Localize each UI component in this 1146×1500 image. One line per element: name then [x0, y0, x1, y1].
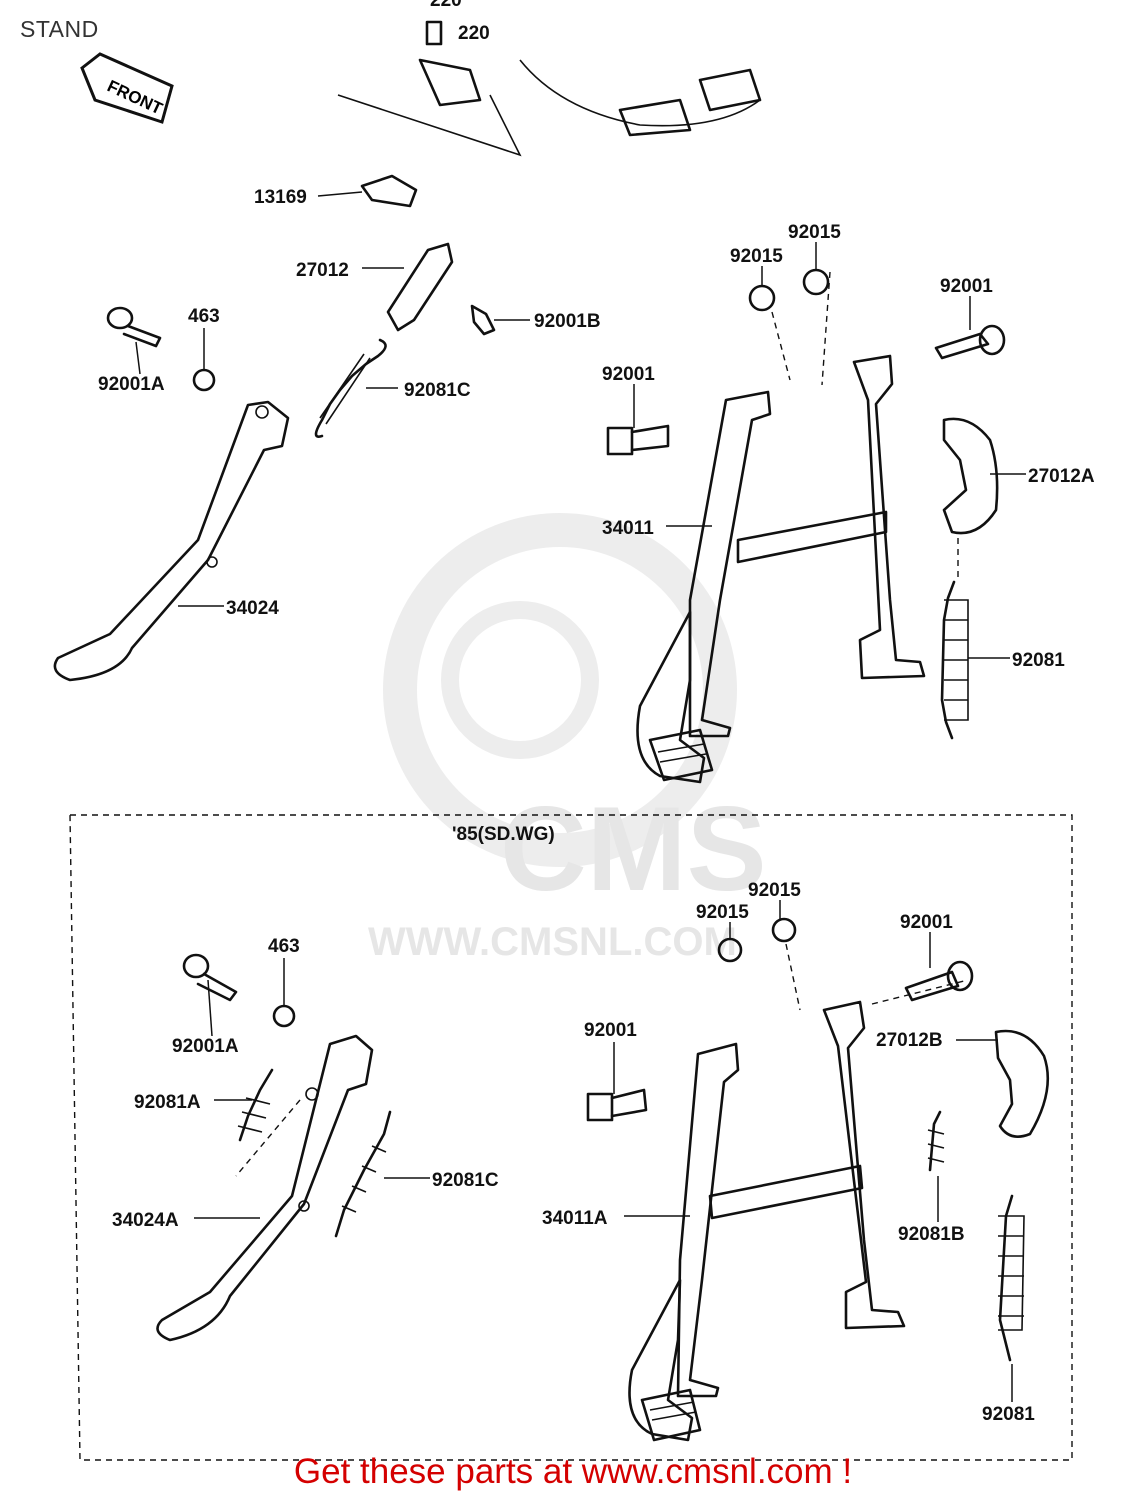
callout-220-b: 220: [458, 23, 490, 44]
callout-463-lower: 463: [268, 936, 300, 957]
nut-92015-upper-a: [748, 284, 776, 312]
watermark: CMS WWW.CMSNL.COM: [368, 513, 767, 964]
callout-92081a: 92081A: [134, 1092, 201, 1113]
bracket-27012: [386, 242, 454, 332]
callout-34024: 34024: [226, 598, 279, 619]
spring-92081c-upper: [314, 338, 387, 438]
callout-92015-lower-a: 92015: [696, 902, 749, 923]
callout-13169: 13169: [254, 187, 307, 208]
main-stand-34011: [636, 354, 926, 784]
page-title: STAND: [20, 16, 99, 42]
callout-92001-upper-left: 92001: [602, 364, 655, 385]
spring-92081c-lower: [334, 1110, 392, 1238]
nut-463-upper: [192, 368, 216, 392]
nut-92015-upper-b: [802, 268, 830, 296]
callout-27012b: 27012B: [876, 1030, 943, 1051]
spring-92081-lower: [998, 1194, 1014, 1362]
bolt-92001-lower-left: [586, 1088, 648, 1122]
nut-92015-lower-b: [771, 917, 797, 943]
callout-34011: 34011: [602, 518, 654, 539]
spring-92081a: [238, 1068, 274, 1142]
watermark-url: WWW.CMSNL.COM: [368, 920, 737, 964]
callout-27012: 27012: [296, 260, 349, 281]
callout-92001a-upper: 92001A: [98, 374, 165, 395]
bracket-27012b: [994, 1029, 1050, 1138]
side-stand-34024: [53, 400, 290, 682]
callout-92001-lower-left: 92001: [584, 1020, 637, 1041]
front-arrow-icon: FRONT: [80, 52, 174, 124]
callout-92081c-upper: 92081C: [404, 380, 471, 401]
bolt-92001-upper-left: [606, 424, 670, 456]
callout-92001a-lower: 92001A: [172, 1036, 239, 1057]
variant-box: [69, 814, 1073, 1461]
leader-lines: [135, 191, 1026, 1402]
spring-92081-upper: [940, 580, 956, 740]
spring-92081b: [928, 1110, 942, 1172]
callouts-upper: 220 220 13169 27012 463 92001A 92001B 92…: [98, 0, 1095, 671]
engine-fragment: [337, 20, 762, 157]
get-parts-link[interactable]: Get these parts at www.cmsnl.com !: [293, 1452, 853, 1491]
nut-463-lower: [272, 1004, 296, 1028]
callout-92081-upper: 92081: [1012, 650, 1065, 671]
bracket-27012a: [942, 417, 999, 535]
side-stand-34024a: [156, 1034, 374, 1342]
callout-92081b: 92081B: [898, 1224, 965, 1245]
callout-27012a: 27012A: [1028, 466, 1095, 487]
callout-463-upper: 463: [188, 306, 220, 327]
bracket-13169: [360, 174, 418, 208]
bolt-92001b: [470, 304, 496, 336]
callout-92081c-lower: 92081C: [432, 1170, 499, 1191]
bolt-92001a-lower: [182, 953, 238, 1002]
callout-220-a: 220: [430, 0, 462, 11]
callout-34011a: 34011A: [542, 1208, 608, 1229]
callouts-lower: 463 92001A 92081A 34024A 92081C 92015 92…: [112, 880, 1035, 1425]
callout-92001b: 92001B: [534, 311, 601, 332]
callout-92015-lower-b: 92015: [748, 880, 801, 901]
bolt-92001a-upper: [106, 306, 162, 348]
callout-92001-upper-right: 92001: [940, 276, 993, 297]
bolt-92001-lower-right: [904, 960, 974, 1002]
main-stand-34011a: [628, 1000, 906, 1442]
callout-92015-upper-b: 92015: [788, 222, 841, 243]
callout-92001-lower-right: 92001: [900, 912, 953, 933]
watermark-brand: CMS: [500, 782, 767, 916]
variant-box-label: '85(SD.WG): [452, 824, 555, 845]
bolt-92001-upper-right: [934, 324, 1006, 360]
callout-92015-upper-a: 92015: [730, 246, 783, 267]
callout-34024a: 34024A: [112, 1210, 179, 1231]
callout-92081-lower: 92081: [982, 1404, 1035, 1425]
